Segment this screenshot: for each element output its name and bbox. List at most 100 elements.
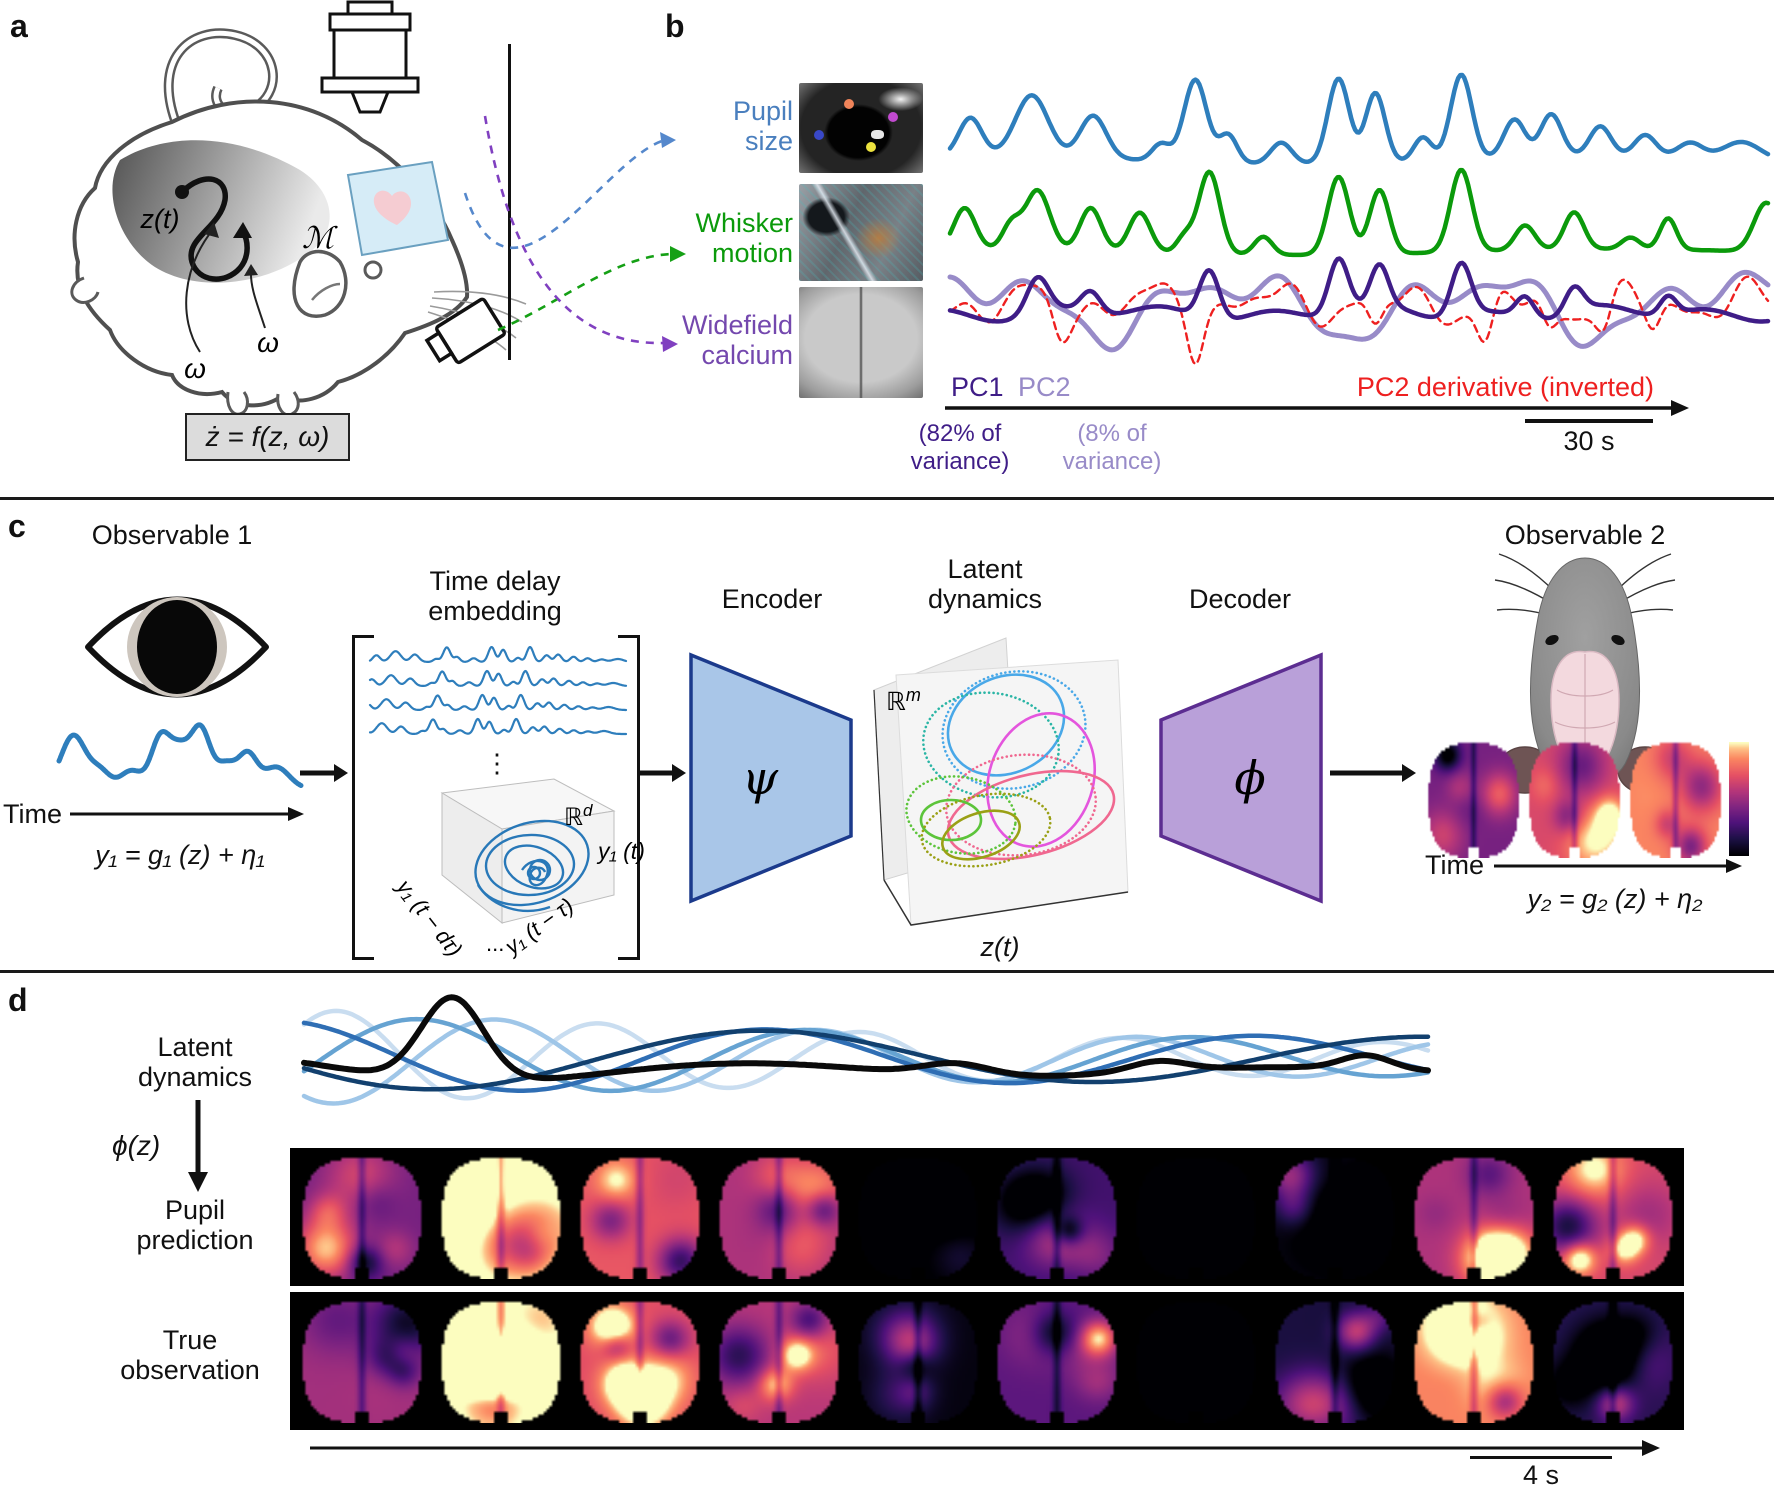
signal-traces — [947, 72, 1771, 366]
dynamics-equation-box: ż = f(z, ω) — [185, 413, 350, 461]
scalebar-30s-label: 30 s — [1563, 426, 1615, 456]
panel-a-label: a — [10, 8, 28, 44]
whisker-mapping-arrow — [497, 252, 673, 332]
pc1-variance-label: (82% of variance) — [910, 420, 1010, 475]
z-of-t-latent-label: z(t) — [980, 932, 1020, 962]
brain-activity-frame — [853, 1299, 980, 1423]
brain-activity-frame — [575, 1299, 702, 1423]
pc1-label: PC1 — [951, 372, 1004, 402]
latent-attractor-loop — [944, 753, 1098, 857]
trace-path — [56, 722, 304, 788]
z-of-t-label: z(t) — [140, 204, 180, 234]
blue-attractor-loops — [474, 819, 590, 913]
trace-path — [947, 167, 1771, 258]
pupil-camera-photo — [799, 83, 923, 173]
trace-path — [947, 72, 1771, 165]
objective-icon — [320, 0, 420, 114]
latent-attractor-loop — [921, 691, 1061, 799]
trace-path — [368, 693, 628, 712]
trace-path — [301, 994, 1431, 1082]
latent-dynamics-title: Latent dynamics — [927, 554, 1043, 615]
tde-title: Time delay embedding — [428, 566, 562, 627]
pupil-size-label: Pupil size — [732, 96, 793, 157]
brain-activity-frame — [992, 1155, 1119, 1279]
time-axis-obs1 — [70, 807, 304, 821]
tracking-dot-yellow — [865, 142, 876, 153]
encoder-trapezoid: ψ — [689, 652, 853, 904]
observable-1-trace — [56, 722, 304, 788]
r-m-label: ℝm — [886, 685, 921, 716]
latent-attractor-loop — [919, 798, 983, 842]
mapping-arrows — [463, 115, 686, 352]
latent-space-plot: ℝm — [873, 637, 1129, 926]
trace-path — [301, 1016, 1431, 1094]
latent-dynamics-label-d: Latent dynamics — [137, 1032, 253, 1093]
mouse-ear — [292, 249, 348, 318]
vertical-ellipsis: ⋮ — [484, 748, 510, 778]
decode-arrow — [188, 1100, 208, 1192]
brain-activity-frame — [436, 1155, 563, 1279]
scalebar-30s-line — [1525, 419, 1653, 423]
time-label-1: Time — [3, 799, 62, 829]
brain-activity-frame — [1525, 740, 1622, 858]
mouse-eye — [363, 260, 383, 280]
trace-path — [301, 1008, 1431, 1101]
tracking-dot-blue — [813, 129, 824, 140]
brain-activity-frame — [1424, 740, 1521, 858]
dynamics-equation: ż = f(z, ω) — [205, 421, 330, 452]
brain-activity-frame — [575, 1155, 702, 1279]
brain-activity-frame — [714, 1155, 841, 1279]
latent-attractor-loop — [946, 673, 1066, 777]
trace-path — [948, 275, 1770, 366]
brain-activity-frame — [1548, 1155, 1675, 1279]
brain-activity-frame — [992, 1299, 1119, 1423]
trace-path — [368, 669, 628, 687]
latent-attractor-loop — [941, 670, 1087, 790]
trace-path — [301, 1028, 1431, 1092]
widefield-mapping-arrow — [483, 115, 665, 345]
decoder-title: Decoder — [1188, 584, 1292, 614]
latent-traces-d — [301, 994, 1431, 1106]
pupil-glint — [870, 129, 884, 139]
head-eye-right — [1611, 634, 1625, 646]
latent-trajectory — [180, 176, 250, 282]
tracking-dot-magenta — [888, 111, 899, 122]
trace-path — [947, 269, 1771, 353]
mouse-schematic: z(t) ℳ ω ω — [70, 28, 527, 417]
time-axis-b — [945, 400, 1689, 416]
brain-activity-frame — [297, 1155, 424, 1279]
brain-activity-frame — [1131, 1155, 1258, 1279]
trace-path — [301, 1020, 1431, 1093]
latent-attractor-loop — [985, 712, 1097, 848]
divider-ab-c — [0, 497, 1774, 500]
observation-equation-1: y₁ = g₁ (z) + η₁ — [95, 840, 265, 870]
widefield-camera-photo — [799, 287, 923, 398]
tracking-dot-orange — [843, 99, 854, 110]
decoder-trapezoid: ϕ — [1159, 652, 1323, 904]
pc2-label: PC2 — [1018, 372, 1071, 402]
brain-activity-frame — [1409, 1155, 1536, 1279]
widefield-calcium-label: Widefield calcium — [681, 310, 793, 371]
omega-label-2: ω — [184, 353, 206, 384]
panel-d-label: d — [8, 982, 28, 1018]
latent-attractor-loop — [905, 775, 1017, 855]
latent-attractor-loop — [920, 792, 1052, 868]
pc2-derivative-label: PC2 derivative (inverted) — [1356, 372, 1654, 402]
pc2-variance-label: (8% of variance) — [1062, 420, 1162, 475]
phi-z-label: ϕ(z) — [112, 1130, 161, 1161]
phi-label: ϕ — [1234, 751, 1265, 805]
brain-activity-frame — [1270, 1155, 1397, 1279]
latent-attractor-loop — [946, 769, 1116, 861]
psi-label: ψ — [742, 751, 779, 805]
bracket-left — [352, 635, 374, 960]
time-axis-d — [310, 1440, 1660, 1456]
observable-2-title: Observable 2 — [1504, 520, 1666, 550]
axis-label-dots: ... — [486, 931, 504, 956]
whisker-camera-photo — [799, 184, 923, 281]
pupil-mapping-arrow — [463, 139, 663, 250]
brain-activity-frame — [853, 1155, 980, 1279]
eye-icon — [85, 596, 269, 698]
time-axis-obs2 — [1494, 859, 1742, 873]
arrow-to-embedding — [300, 764, 348, 782]
pupil-prediction-row — [290, 1148, 1684, 1286]
